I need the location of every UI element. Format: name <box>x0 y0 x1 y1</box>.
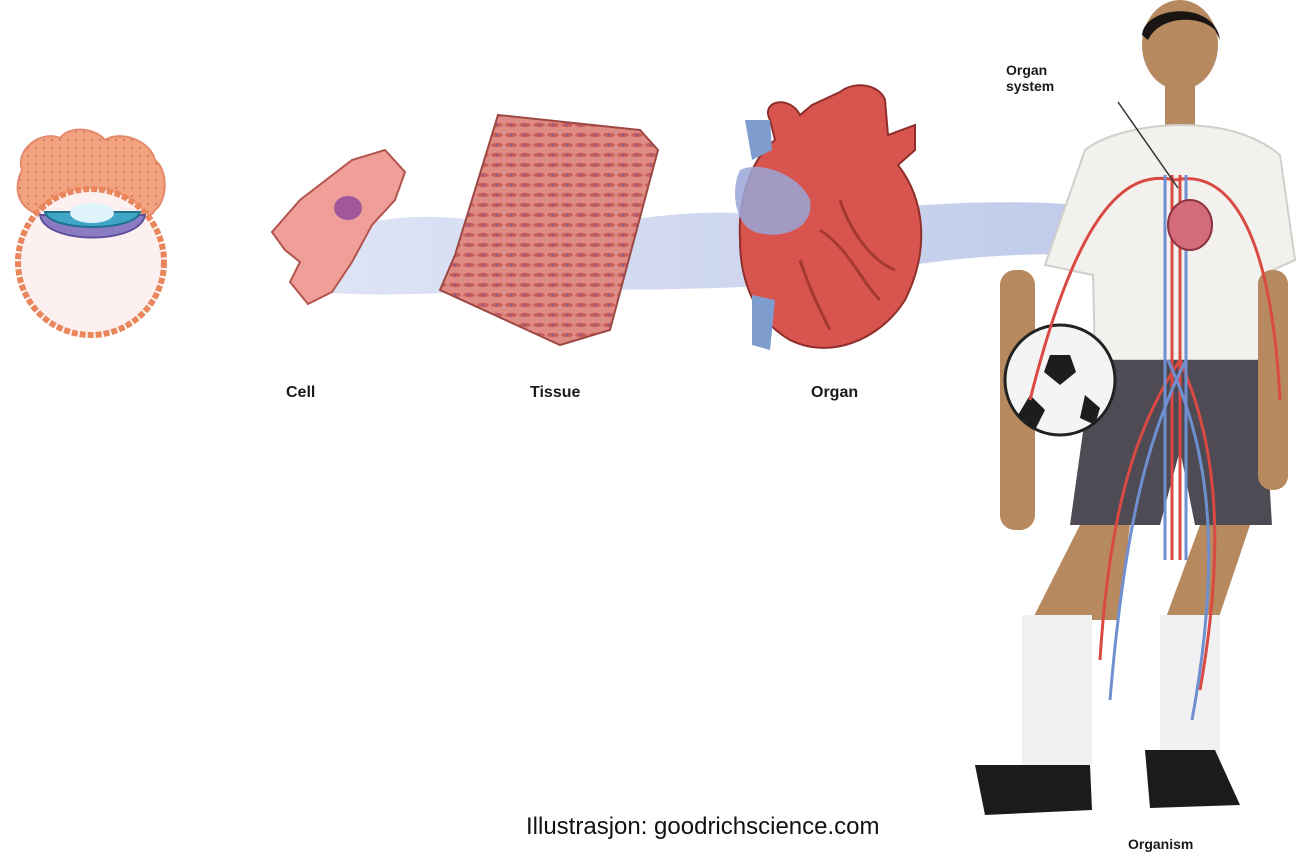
tissue-illustration <box>440 115 658 345</box>
label-organism: Organism <box>1128 836 1193 852</box>
label-tissue: Tissue <box>530 384 580 402</box>
label-organ-system: Organ system <box>1006 62 1054 94</box>
illustration-credit: Illustrasjon: goodrichscience.com <box>526 813 880 841</box>
organism-person-illustration <box>975 0 1295 815</box>
embryo-blastocyst-illustration <box>18 130 165 335</box>
label-organ: Organ <box>811 384 858 402</box>
label-organ-system-line1: Organ <box>1006 62 1054 78</box>
label-cell: Cell <box>286 384 315 402</box>
heart-organ-illustration <box>735 85 921 350</box>
label-organ-system-line2: system <box>1006 78 1054 94</box>
connecting-ribbon <box>300 202 1080 294</box>
